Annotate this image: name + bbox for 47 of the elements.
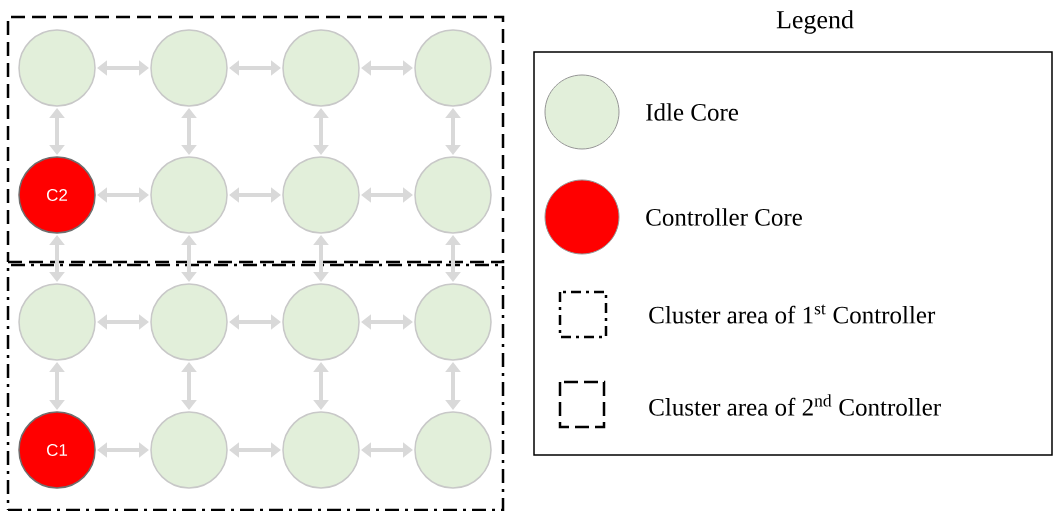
controller-core: C1 [18,411,96,489]
arrow [361,60,413,76]
idle-core [414,283,492,361]
arrow [361,314,413,330]
idle-core [150,283,228,361]
idle-core [150,29,228,107]
arrow [49,362,65,410]
legend-text: Idle Core [646,103,739,121]
controller-core: C2 [18,156,96,234]
legend-title: Legend [776,10,854,34]
arrow [313,235,329,282]
arrow [445,235,461,282]
cluster-area [6,263,505,511]
arrow [445,108,461,155]
arrow [229,314,281,330]
idle-core [282,411,360,489]
idle-core [282,156,360,234]
idle-core [414,156,492,234]
arrow [97,60,149,76]
idle-core [18,283,96,361]
idle-core [150,156,228,234]
idle-core [18,29,96,107]
arrow [49,108,65,155]
arrow [229,442,281,458]
arrow [313,362,329,410]
arrow [97,442,149,458]
arrow [97,314,149,330]
arrow [49,235,65,282]
arrow [361,187,413,203]
arrow [229,187,281,203]
idle-core [150,411,228,489]
legend-text: Cluster area of 2$^{nd}$ Controller [649,394,941,416]
arrow [445,362,461,410]
legend-text: Cluster area of 1$^{st}$ Controller [649,304,936,324]
idle-core [282,29,360,107]
arrow [97,187,149,203]
arrow [313,108,329,155]
idle-core [414,411,492,489]
idle-core [282,283,360,361]
arrow [181,235,197,282]
cluster-area [6,15,505,264]
legend-text: Controller Core [646,208,802,226]
arrow [229,60,281,76]
arrow [181,362,197,410]
idle-core [414,29,492,107]
arrow [361,442,413,458]
arrow [181,108,197,155]
